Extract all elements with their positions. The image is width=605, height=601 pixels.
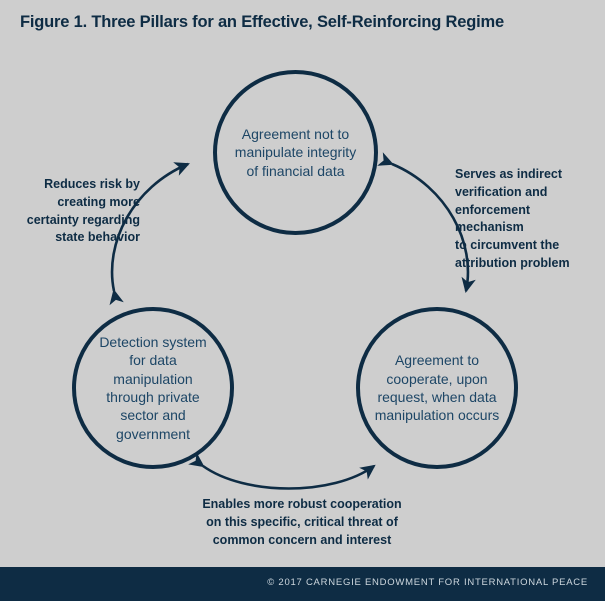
node-agreement-not-to-manipulate: Agreement not to manipulate integrity of… [213, 70, 378, 235]
node-label: Agreement not to manipulate integrity of… [234, 125, 357, 179]
edge-label-reduces-risk: Reduces risk by creating more certainty … [26, 177, 140, 245]
node-label: Detection system for data manipulation t… [99, 333, 207, 442]
diagram-arrow-canvas [109, 152, 476, 490]
edge-label-serves-as-indirect-verification: Serves as indirect verification and enfo… [455, 167, 570, 270]
footer-bar: © 2017 CARNEGIE ENDOWMENT FOR INTERNATIO… [0, 567, 605, 601]
edge-arrow-bottom [188, 452, 376, 490]
edge-label-enables-cooperation: Enables more robust cooperation on this … [202, 497, 402, 547]
node-detection-system: Detection system for data manipulation t… [72, 307, 234, 469]
copyright-credit: © 2017 CARNEGIE ENDOWMENT FOR INTERNATIO… [267, 577, 588, 588]
figure-title: Figure 1. Three Pillars for an Effective… [20, 13, 504, 31]
edge-arrow-right [377, 152, 476, 294]
node-label: Agreement to cooperate, upon request, wh… [374, 352, 500, 424]
node-agreement-to-cooperate: Agreement to cooperate, upon request, wh… [356, 307, 518, 469]
edge-arrow-left [109, 162, 190, 306]
